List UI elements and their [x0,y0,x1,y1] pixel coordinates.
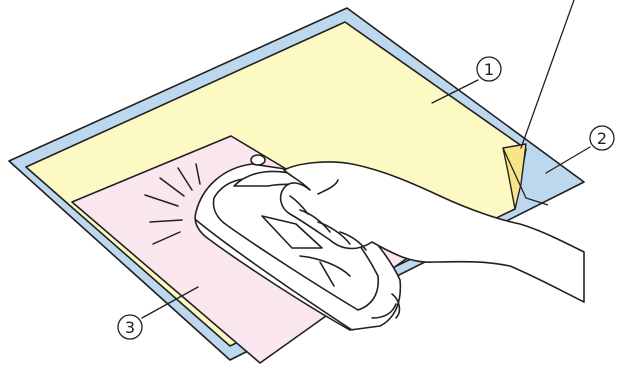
callout-2: 2 [590,126,614,150]
callout-2-number: 2 [597,129,607,148]
callout-3: 3 [118,315,142,339]
callout-1: 1 [477,57,501,81]
pointer-line [521,0,574,148]
callout-1-number: 1 [484,60,494,79]
callout-3-number: 3 [125,318,135,337]
